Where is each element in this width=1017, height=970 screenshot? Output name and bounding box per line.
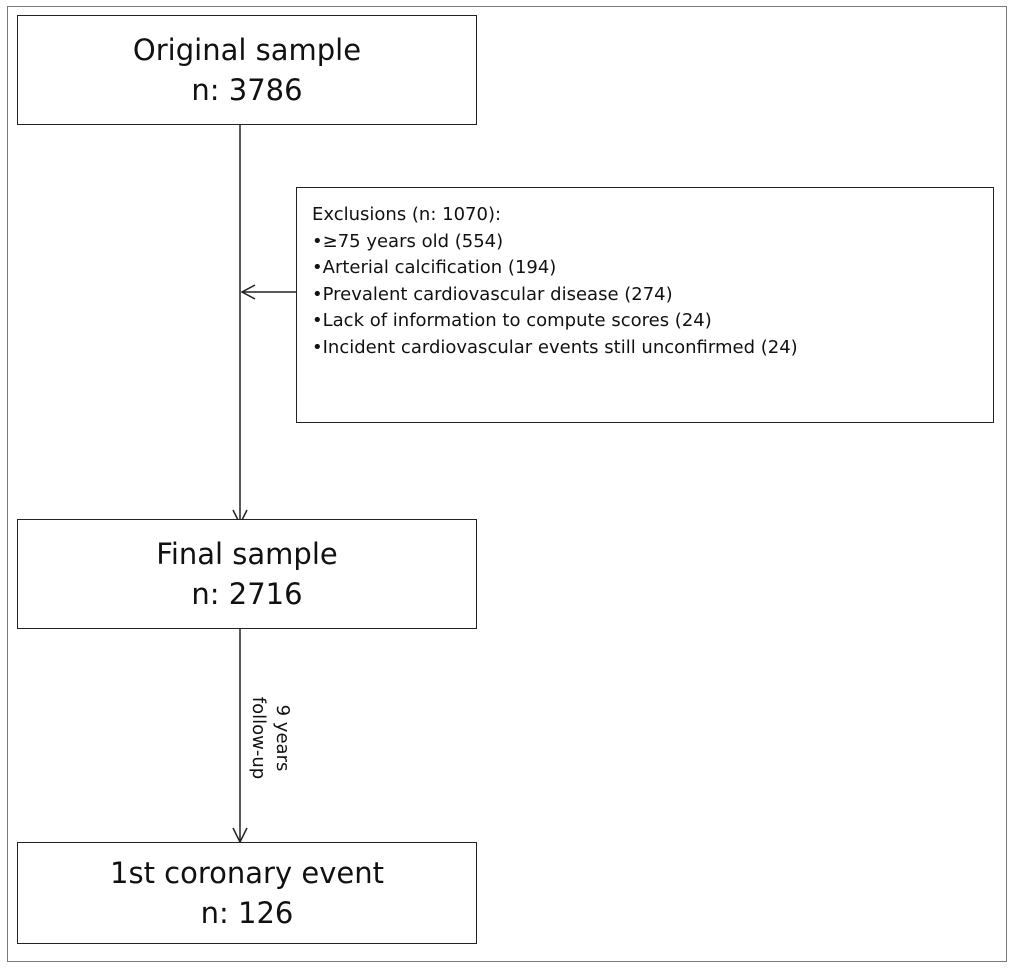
exclusions-box: Exclusions (n: 1070): •≥75 years old (55… — [296, 187, 994, 423]
bullet-glyph: • — [312, 310, 323, 331]
final-sample-count: n: 2716 — [191, 577, 303, 611]
exclusion-item-label: Incident cardiovascular events still unc… — [322, 336, 798, 358]
coronary-event-box: 1st coronary event n: 126 — [17, 842, 477, 944]
exclusion-item-label: Arterial calcification (194) — [322, 257, 557, 278]
original-sample-box: Original sample n: 3786 — [17, 15, 477, 125]
coronary-event-count: n: 126 — [200, 896, 294, 930]
exclusion-item-label: ≥75 years old (554) — [322, 230, 504, 252]
follow-up-line-1: 9 years — [272, 704, 293, 772]
follow-up-label: 9 years follow-up — [246, 697, 294, 779]
exclusion-item: •Lack of information to compute scores (… — [312, 308, 993, 335]
exclusion-item: •Arterial calcification (194) — [312, 255, 993, 282]
final-sample-box: Final sample n: 2716 — [17, 519, 477, 629]
exclusion-item: •≥75 years old (554) — [312, 229, 993, 256]
original-sample-title: Original sample — [132, 33, 362, 67]
exclusions-heading: Exclusions (n: 1070): — [312, 204, 502, 225]
bullet-glyph: • — [312, 257, 323, 278]
exclusions-list: •≥75 years old (554) •Arterial calcifica… — [312, 229, 993, 362]
final-sample-title: Final sample — [156, 537, 338, 571]
bullet-glyph: • — [312, 230, 323, 252]
exclusion-item: •Prevalent cardiovascular disease (274) — [312, 282, 993, 309]
exclusion-item: •Incident cardiovascular events still un… — [312, 335, 993, 362]
figure-frame — [7, 6, 1007, 962]
exclusion-item-label: Prevalent cardiovascular disease (274) — [322, 283, 673, 305]
bullet-glyph: • — [312, 283, 323, 305]
follow-up-line-2: follow-up — [248, 696, 269, 780]
exclusion-item-label: Lack of information to compute scores (2… — [322, 310, 712, 331]
original-sample-count: n: 3786 — [191, 73, 303, 107]
coronary-event-title: 1st coronary event — [110, 856, 384, 890]
bullet-glyph: • — [312, 336, 323, 358]
